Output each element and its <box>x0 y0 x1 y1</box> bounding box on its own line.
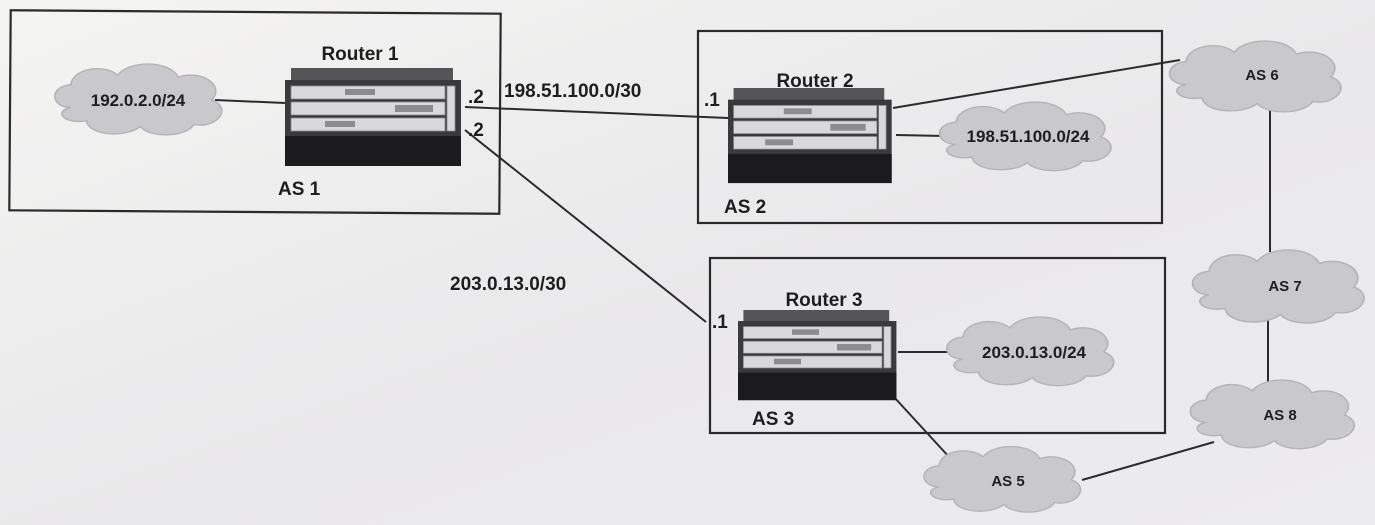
as3-box <box>708 256 1167 435</box>
router-label: Router 1 <box>321 44 399 65</box>
as2-label: AS 2 <box>724 197 766 218</box>
router-icon <box>737 309 897 401</box>
link-net1-r1 <box>214 99 286 104</box>
router-label: Router 3 <box>785 290 862 311</box>
cloud-label: AS 8 <box>1263 407 1296 424</box>
cloud-label: 203.0.13.0/24 <box>982 343 1087 362</box>
r1-r3-end-a: .2 <box>468 120 484 141</box>
r1-r3-subnet: 203.0.13.0/30 <box>450 274 566 295</box>
network-cloud-198: 198.51.100.0/24 <box>938 101 1112 172</box>
router-icon <box>727 87 893 184</box>
cloud-label: 192.0.2.0/24 <box>91 91 186 110</box>
cloud-label: AS 5 <box>991 473 1024 490</box>
network-cloud-192: 192.0.2.0/24 <box>53 63 223 136</box>
r1-r2-end-b: .1 <box>704 90 720 111</box>
router-3: Router 3 <box>737 290 897 401</box>
router-1: Router 1 <box>284 44 462 167</box>
link-r2-net2 <box>895 134 946 137</box>
router-icon <box>284 67 462 167</box>
link-r1-r3 <box>464 129 707 323</box>
as3-label: AS 3 <box>752 409 794 430</box>
link-r3-as5 <box>893 396 951 459</box>
cloud-label: AS 6 <box>1245 67 1278 84</box>
as5-cloud: AS 5 <box>923 445 1082 513</box>
link-r2-as6 <box>892 59 1181 109</box>
r1-r2-subnet: 198.51.100.0/30 <box>504 81 641 102</box>
link-r1-r2 <box>464 106 729 119</box>
as8-cloud: AS 8 <box>1189 379 1356 450</box>
as2-box <box>696 29 1164 225</box>
r1-r3-end-b: .1 <box>712 312 728 333</box>
as7-cloud: AS 7 <box>1191 249 1365 324</box>
cloud-label: 198.51.100.0/24 <box>967 127 1090 146</box>
router-2: Router 2 <box>727 71 893 184</box>
as1-label: AS 1 <box>278 179 321 200</box>
router-label: Router 2 <box>776 71 853 92</box>
as1-box <box>8 9 502 215</box>
link-as8-as5 <box>1081 441 1215 481</box>
as6-cloud: AS 6 <box>1168 40 1342 113</box>
cloud-label: AS 7 <box>1268 278 1301 295</box>
network-cloud-203: 203.0.13.0/24 <box>945 316 1115 387</box>
r1-r2-end-a: .2 <box>468 87 484 108</box>
